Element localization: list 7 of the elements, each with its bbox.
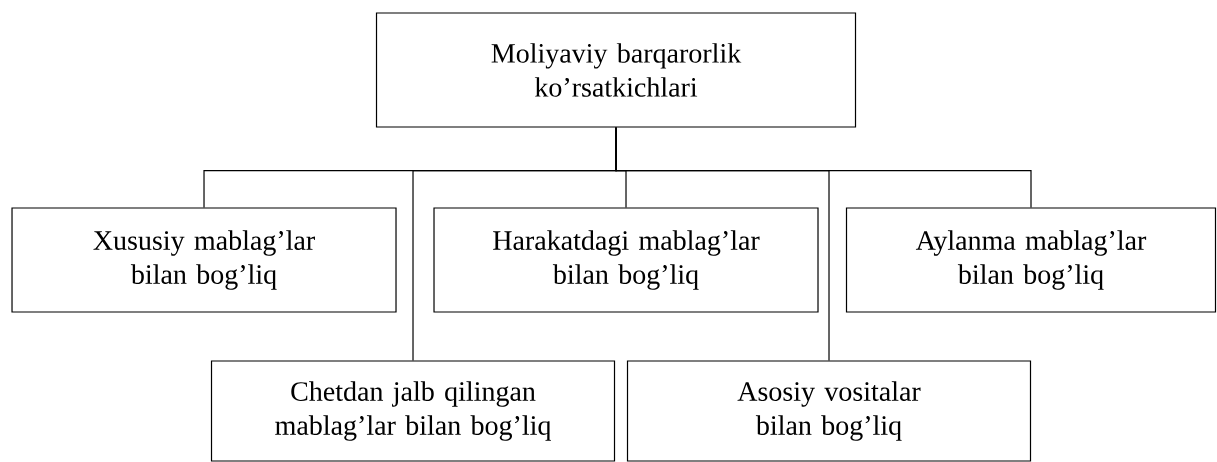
text-box: Chetdan jalb qilingan mablag’lar bilan bog’liq	[210, 360, 616, 462]
connector-line	[615, 127, 1032, 208]
text-box: Harakatdagi mablag’lar bilan bog’liq	[433, 207, 819, 313]
text-box: Xususiy mablag’lar bilan bog’liq	[11, 207, 397, 313]
text-box: Moliyaviy barqarorlik ko’rsatkichlari	[375, 12, 857, 128]
text-box: Aylanma mablag’lar bilan bog’liq	[845, 207, 1217, 313]
text-box: Asosiy vositalar bilan bog’liq	[626, 360, 1032, 462]
